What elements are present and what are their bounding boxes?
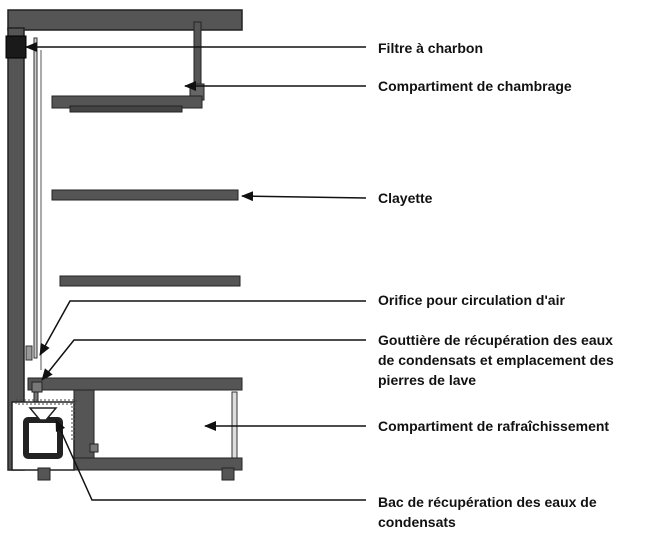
label-clayette: Clayette xyxy=(378,188,432,208)
gutter-shelf xyxy=(27,377,243,391)
cooling-front-post xyxy=(231,391,238,459)
condensate-tray xyxy=(23,417,63,459)
arrow-bac xyxy=(55,419,366,501)
gutter-drain xyxy=(31,381,43,393)
label-line: Compartiment de rafraîchissement xyxy=(378,418,610,434)
label-line: Bac de récupération des eaux de xyxy=(378,494,597,510)
chambrage-lower-bar xyxy=(69,105,183,113)
label-line: Orifice pour circulation d'air xyxy=(378,292,565,308)
label-filtre: Filtre à charbon xyxy=(378,38,483,58)
label-line: Gouttière de récupération des eaux xyxy=(378,332,613,348)
foot-right xyxy=(221,467,235,481)
carbon-filter xyxy=(5,35,27,59)
arrow-orifice xyxy=(39,300,366,356)
tray-funnel xyxy=(28,407,58,421)
arrow-gouttiere xyxy=(41,339,366,381)
label-orifice: Orifice pour circulation d'air xyxy=(378,290,565,310)
shelf-2 xyxy=(59,275,241,287)
label-bac: Bac de récupération des eaux de condensa… xyxy=(378,492,597,532)
tray-dotted-side xyxy=(71,399,75,441)
side-fitting xyxy=(89,443,99,453)
cabinet-body xyxy=(5,9,243,481)
label-line: Clayette xyxy=(378,190,433,206)
air-orifice-fitting xyxy=(25,345,33,361)
label-rafraichissement: Compartiment de rafraîchissement xyxy=(378,416,609,436)
label-line: de condensats et emplacement des xyxy=(378,352,614,368)
tray-dotted-line xyxy=(15,399,77,405)
label-line: Compartiment de chambrage xyxy=(378,78,572,94)
bottom-panel xyxy=(73,457,243,471)
inner-rail xyxy=(40,50,42,370)
top-panel xyxy=(7,9,243,31)
inner-back-guide xyxy=(33,37,38,359)
foot-left xyxy=(37,467,51,481)
arrow-clayette xyxy=(241,191,367,202)
label-line: condensats xyxy=(378,514,456,530)
shelf-1 xyxy=(51,189,239,201)
label-line: pierres de lave xyxy=(378,372,477,388)
label-gouttiere: Gouttière de récupération des eaux de co… xyxy=(378,330,614,390)
label-chambrage: Compartiment de chambrage xyxy=(378,76,572,96)
leader-arrows xyxy=(25,42,367,501)
label-line: Filtre à charbon xyxy=(378,40,484,56)
